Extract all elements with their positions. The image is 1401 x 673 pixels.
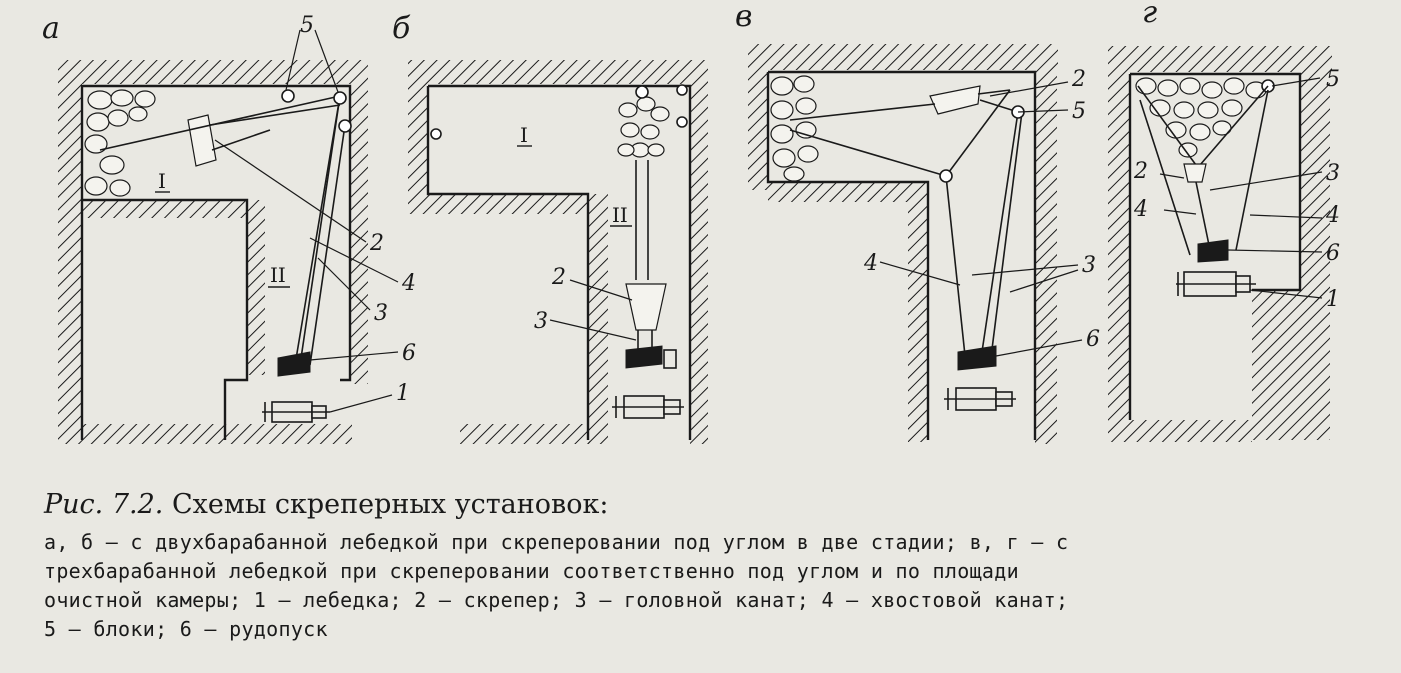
callout-5: 5 — [1072, 99, 1086, 124]
callout-6: 6 — [1086, 327, 1100, 352]
callout-3: 3 — [374, 301, 388, 326]
callout-2: 2 — [551, 265, 566, 290]
ore-pile — [770, 75, 819, 182]
pulley-block — [281, 89, 295, 103]
pulley-block — [676, 84, 688, 96]
pulley-block — [430, 128, 442, 140]
caption-line: а, б — с двухбарабанной лебедкой при скр… — [44, 530, 1069, 554]
winch — [1176, 271, 1256, 297]
callout-6: 6 — [402, 341, 416, 366]
ore-pile — [1135, 77, 1267, 158]
scraper-schemes-figure: а — [42, 0, 1340, 444]
callout-2: 2 — [369, 231, 384, 256]
caption-body: а, б — с двухбарабанной лебедкой при скр… — [44, 528, 1384, 644]
ore-chute — [957, 345, 997, 371]
caption-title: Схемы скреперных установок: — [171, 489, 609, 520]
scraper — [1183, 163, 1207, 183]
pulley-block — [333, 91, 347, 105]
scraper — [187, 114, 217, 167]
ore-chute — [625, 345, 663, 369]
caption-line: 5 — блоки; 6 — рудопуск — [44, 617, 328, 641]
ore-chute — [1197, 239, 1229, 263]
caption-title-line: Рис. 7.2. Схемы скреперных установок: — [44, 488, 1384, 522]
scraper — [929, 85, 981, 115]
ore-pile — [617, 96, 670, 158]
figure-caption: Рис. 7.2. Схемы скреперных установок: а,… — [44, 488, 1384, 644]
ore-chute — [277, 351, 311, 377]
callout-3: 3 — [1326, 161, 1340, 186]
callout-6: 6 — [1326, 241, 1340, 266]
panel-label-g: г — [1142, 0, 1157, 30]
stage-label-first: I — [520, 123, 528, 147]
pulley-block — [676, 116, 688, 128]
caption-line: трехбарабанной лебедкой при скреперовани… — [44, 559, 1019, 583]
callout-1: 1 — [396, 381, 410, 406]
callout-3: 3 — [534, 309, 548, 334]
panel-label-b: б — [392, 11, 411, 46]
callout-4: 4 — [1325, 203, 1340, 228]
callout-3: 3 — [1082, 253, 1096, 278]
callout-1: 1 — [1326, 287, 1340, 312]
winch — [262, 401, 330, 423]
caption-figure-number: Рис. 7.2. — [44, 489, 164, 520]
stage-label-first: I — [158, 169, 166, 193]
scraper — [625, 283, 667, 331]
callout-4: 4 — [401, 271, 416, 296]
pulley-block — [635, 85, 649, 99]
pulley-block — [338, 119, 352, 133]
callout-4: 4 — [863, 251, 878, 276]
caption-line: очистной камеры; 1 — лебедка; 2 — скрепе… — [44, 588, 1069, 612]
panel-label-v: в — [735, 0, 752, 34]
stage-label-second: II — [612, 203, 628, 227]
winch — [944, 387, 1016, 411]
panel-g: г 5 2 — [1108, 0, 1340, 442]
callout-2: 2 — [1133, 159, 1148, 184]
pulley-block — [939, 169, 953, 183]
stage-label-second: II — [270, 263, 286, 287]
panel-label-a: а — [42, 11, 60, 46]
callout-5: 5 — [300, 13, 314, 38]
panel-b: б I II — [392, 11, 708, 444]
callout-2: 2 — [1071, 67, 1086, 92]
ore-pile — [84, 89, 156, 197]
callout-5: 5 — [1326, 67, 1340, 92]
callout-4: 4 — [1133, 197, 1148, 222]
panel-a: а — [42, 11, 416, 444]
panel-v: в 2 — [735, 0, 1100, 444]
winch — [612, 395, 684, 419]
